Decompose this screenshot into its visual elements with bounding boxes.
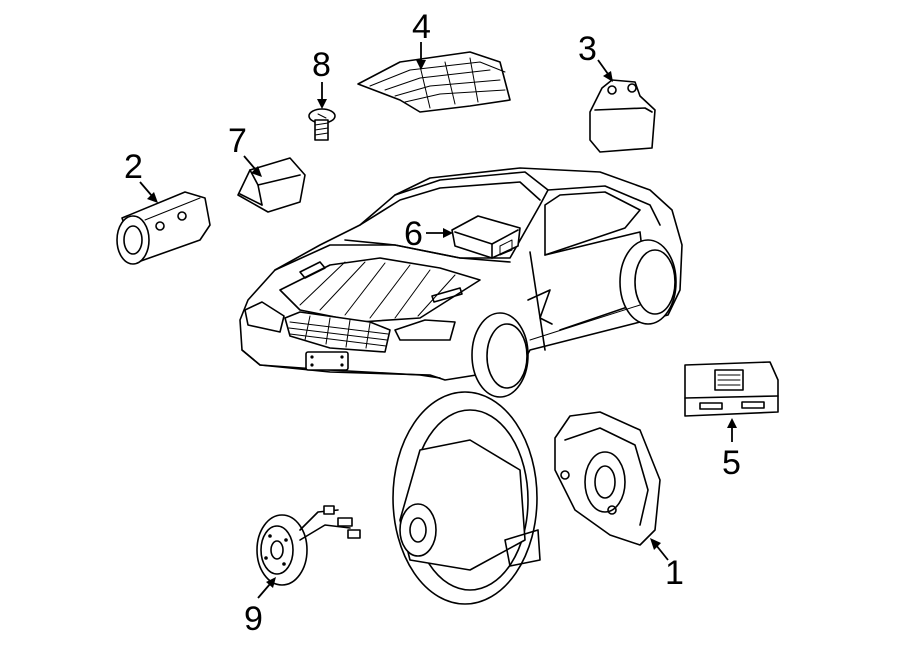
callout-9: 9 [244,600,263,638]
part-1-airbag [554,411,661,546]
part-5-module [684,361,779,417]
part-9-clockspring [256,505,361,586]
callout-3: 3 [578,30,597,68]
callout-1: 1 [665,554,684,592]
part-6-control-module [451,215,521,259]
part-7-module [237,157,306,213]
part-2-inflator [116,191,211,265]
callout-6: 6 [404,215,423,253]
callout-7: 7 [228,122,247,160]
part-4-cover [357,51,511,113]
steering-wheel [392,391,541,605]
callout-2: 2 [124,148,143,186]
part-8-bolt [308,108,336,141]
callout-5: 5 [722,444,741,482]
callout-4: 4 [412,8,431,46]
callout-8: 8 [312,46,331,84]
callouts: 1 2 3 4 5 6 7 8 9 [124,8,741,638]
car-illustration [239,167,683,398]
part-3-sensor [589,79,656,153]
